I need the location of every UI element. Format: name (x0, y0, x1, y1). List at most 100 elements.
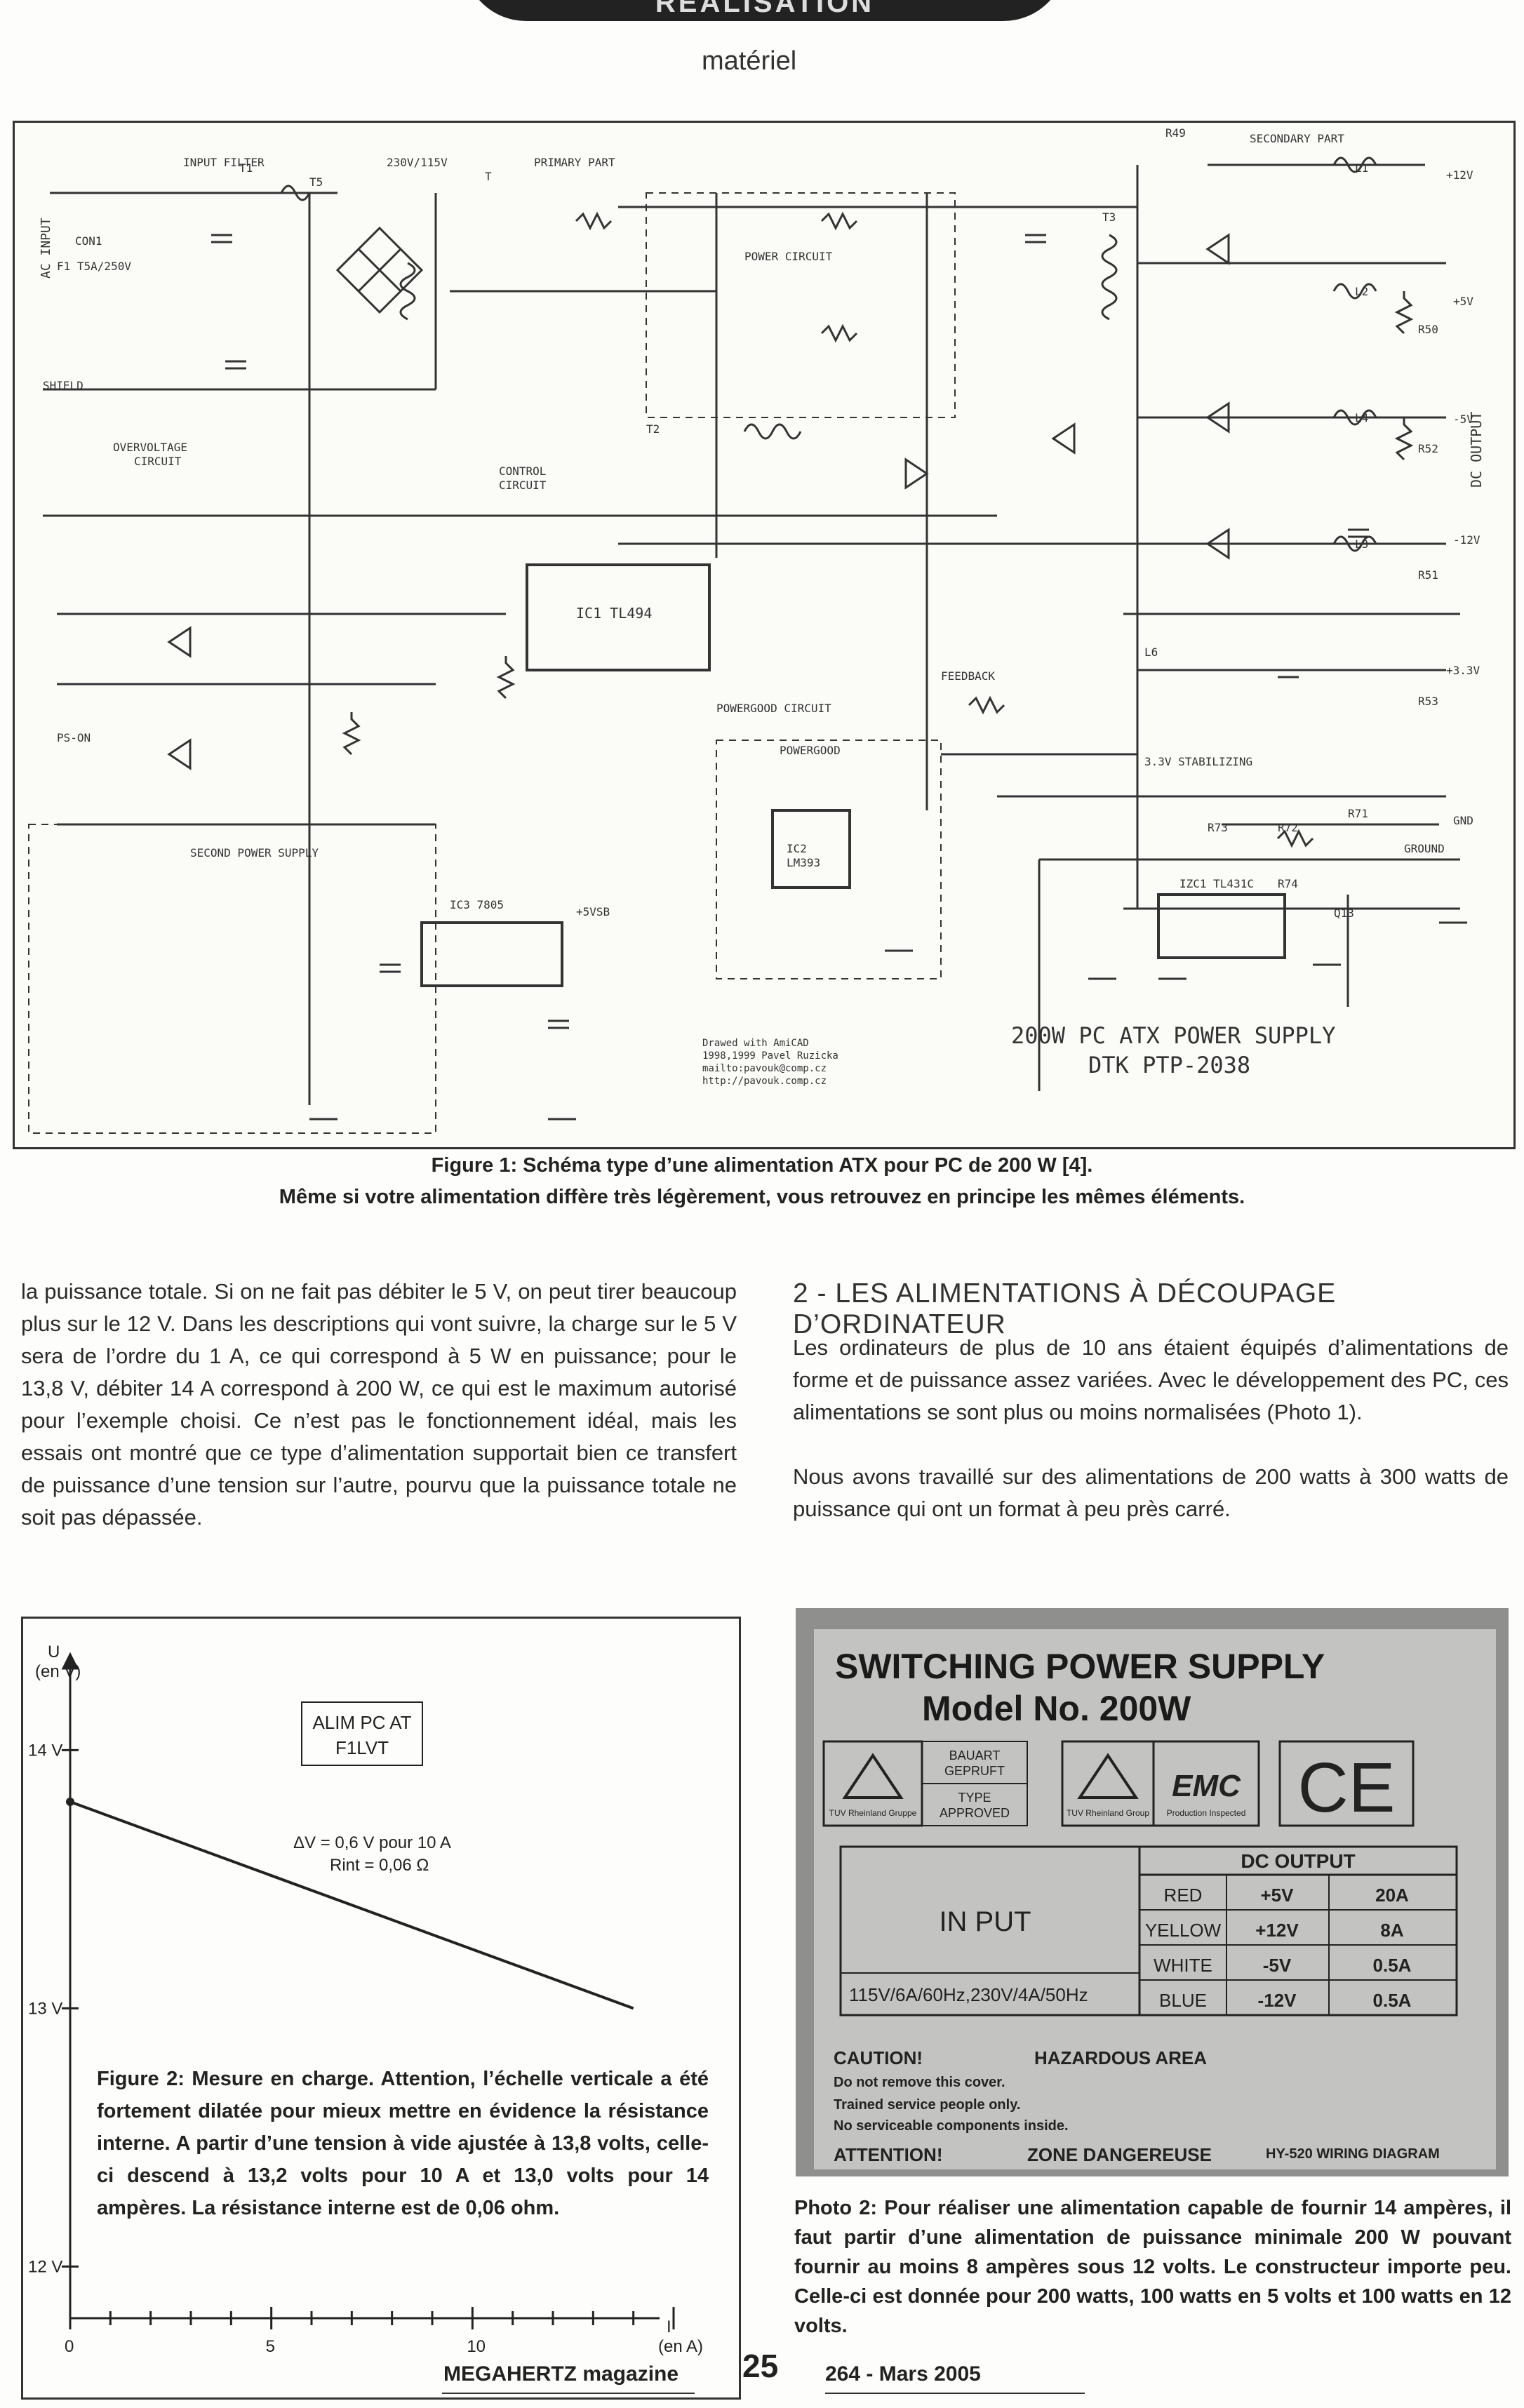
label-model: Model No. 200W (922, 1689, 1191, 1728)
svg-text:+5V: +5V (1453, 295, 1473, 308)
svg-text:L3: L3 (1355, 537, 1368, 551)
svg-text:DC OUTPUT: DC OUTPUT (1468, 412, 1485, 488)
svg-text:FEEDBACK: FEEDBACK (941, 669, 995, 683)
svg-text:3.3V STABILIZING: 3.3V STABILIZING (1144, 755, 1252, 768)
y-tick-label: 14 V (28, 1741, 62, 1760)
voltage-line (69, 1800, 634, 2010)
y-tick-label: 13 V (28, 1999, 62, 2018)
figure1-caption-line1: Figure 1: Schéma type d’une alimentation… (431, 1154, 1093, 1177)
label-title: SWITCHING POWER SUPPLY (835, 1647, 1325, 1686)
left-paragraph: la puissance totale. Si on ne fait pas d… (21, 1279, 737, 1530)
schematic-title-2: DTK PTP-2038 (1088, 1052, 1250, 1078)
svg-text:POWERGOOD CIRCUIT: POWERGOOD CIRCUIT (716, 702, 831, 715)
zone-label: ZONE DANGEREUSE (1027, 2144, 1212, 2165)
subsection-label: matériel (702, 46, 797, 76)
emc-logo: EMC (1172, 1769, 1241, 1803)
schematic-figure: INPUT FILTER 230V/115V PRIMARY PART SECO… (13, 121, 1516, 1149)
figure1-caption-line2: Même si votre alimentation diffère très … (279, 1186, 1245, 1208)
svg-text:PS-ON: PS-ON (57, 731, 91, 744)
svg-text:PRIMARY PART: PRIMARY PART (534, 156, 615, 169)
caution-label: CAUTION! (834, 2047, 923, 2068)
svg-text:INPUT FILTER: INPUT FILTER (183, 156, 265, 169)
input-label: IN PUT (939, 1906, 1031, 1937)
svg-text:L1: L1 (1355, 161, 1368, 175)
svg-text:IC1 TL494: IC1 TL494 (576, 605, 652, 622)
svg-text:IC3 7805: IC3 7805 (450, 898, 504, 911)
x-tick-label: 5 (266, 2337, 275, 2356)
legend-line-1: ALIM PC AT (312, 1712, 411, 1733)
row-current: 8A (1380, 1920, 1403, 1941)
svg-text:L4: L4 (1355, 411, 1368, 424)
diagram-label: HY-520 WIRING DIAGRAM (1266, 2146, 1440, 2162)
legend-box (301, 1701, 423, 1766)
right-paragraph-1: Les ordinateurs de plus de 10 ans étaien… (793, 1335, 1509, 1424)
row-voltage: +5V (1261, 1885, 1295, 1906)
y-axis-label-u: U (48, 1643, 60, 1661)
section-title: 2 - LES ALIMENTATIONS À DÉCOUPAGE D’ORDI… (793, 1278, 1337, 1339)
ce-mark: CE (1298, 1748, 1396, 1827)
svg-text:R71: R71 (1348, 807, 1368, 820)
schematic-credit-1: Drawed with AmiCAD (702, 1038, 809, 1049)
svg-text:No serviceable components insi: No serviceable components inside. (834, 2118, 1069, 2134)
svg-text:-12V: -12V (1453, 533, 1480, 547)
svg-text:-5V: -5V (1453, 413, 1473, 426)
y-axis-arrow (61, 1652, 79, 1670)
svg-text:+12V: +12V (1446, 168, 1473, 182)
svg-text:T3: T3 (1102, 210, 1116, 224)
figure2-caption: Figure 2: Mesure en charge. Attention, l… (97, 2063, 709, 2224)
svg-text:+3.3V: +3.3V (1446, 664, 1480, 677)
svg-text:R74: R74 (1278, 877, 1298, 890)
legend-line-2: F1LVT (335, 1737, 389, 1758)
svg-text:GND: GND (1453, 814, 1473, 827)
svg-text:GEPRUFT: GEPRUFT (944, 1764, 1005, 1778)
svg-text:IZC1 TL431C: IZC1 TL431C (1179, 877, 1254, 890)
row-current: 20A (1375, 1885, 1409, 1906)
svg-text:R50: R50 (1418, 323, 1438, 336)
footer-page-number: 25 (742, 2348, 779, 2384)
input-value: 115V/6A/60Hz,230V/4A/50Hz (849, 1984, 1088, 2005)
svg-text:L2: L2 (1355, 285, 1368, 298)
svg-text:TUV Rheinland Gruppe: TUV Rheinland Gruppe (829, 1808, 917, 1818)
svg-text:Trained service people only.: Trained service people only. (834, 2097, 1020, 2113)
svg-text:POWER CIRCUIT: POWER CIRCUIT (744, 250, 833, 263)
schematic-drawing: INPUT FILTER 230V/115V PRIMARY PART SECO… (28, 126, 1485, 1134)
dc-output-header: DC OUTPUT (1241, 1850, 1355, 1872)
hazard-label: HAZARDOUS AREA (1034, 2047, 1207, 2068)
svg-text:OVERVOLTAGE: OVERVOLTAGE (113, 441, 187, 454)
left-column-text: la puissance totale. Si on ne fait pas d… (21, 1276, 737, 1534)
row-color: YELLOW (1145, 1920, 1222, 1941)
figure2-frame (21, 1617, 741, 2400)
x-axis-label-i: I (667, 2317, 671, 2336)
svg-text:T2: T2 (646, 422, 660, 436)
svg-text:SECOND POWER SUPPLY: SECOND POWER SUPPLY (190, 846, 319, 859)
svg-text:R72: R72 (1278, 821, 1298, 834)
svg-text:Production Inspected: Production Inspected (1167, 1808, 1246, 1818)
svg-text:IC2: IC2 (787, 842, 807, 855)
annotation-delta-v: ΔV = 0,6 V pour 10 A (293, 1833, 451, 1852)
x-tick-label: 10 (467, 2337, 486, 2356)
row-current: 0.5A (1373, 1955, 1412, 1976)
svg-text:Q13: Q13 (1334, 907, 1354, 920)
svg-text:SECONDARY PART: SECONDARY PART (1250, 132, 1344, 145)
footer-magazine: MEGAHERTZ magazine (443, 2362, 679, 2386)
section-header: RÉALISATION (655, 0, 875, 18)
svg-text:T5: T5 (309, 175, 323, 189)
schematic-credit-2: 1998,1999 Pavel Ruzicka (702, 1050, 838, 1062)
photo-psu-label: SWITCHING POWER SUPPLY Model No. 200W TU… (796, 1608, 1509, 2176)
svg-text:R49: R49 (1165, 126, 1186, 140)
svg-text:CIRCUIT: CIRCUIT (134, 455, 182, 468)
row-color: WHITE (1154, 1955, 1212, 1976)
svg-text:R53: R53 (1418, 695, 1438, 708)
row-current: 0.5A (1373, 1990, 1412, 2011)
attention-label: ATTENTION! (834, 2144, 943, 2165)
y-tick-label: 12 V (28, 2257, 62, 2276)
row-color: BLUE (1159, 1990, 1207, 2011)
footer-issue: 264 - Mars 2005 (825, 2362, 981, 2386)
x-tick-label: 0 (65, 2337, 74, 2356)
svg-text:GROUND: GROUND (1404, 842, 1445, 855)
right-paragraph-2: Nous avons travaillé sur des alimentatio… (793, 1464, 1509, 1521)
annotation-rint: Rint = 0,06 Ω (330, 1856, 429, 1875)
start-point (66, 1798, 74, 1806)
y-axis-label-unit: (en V) (35, 1662, 81, 1681)
